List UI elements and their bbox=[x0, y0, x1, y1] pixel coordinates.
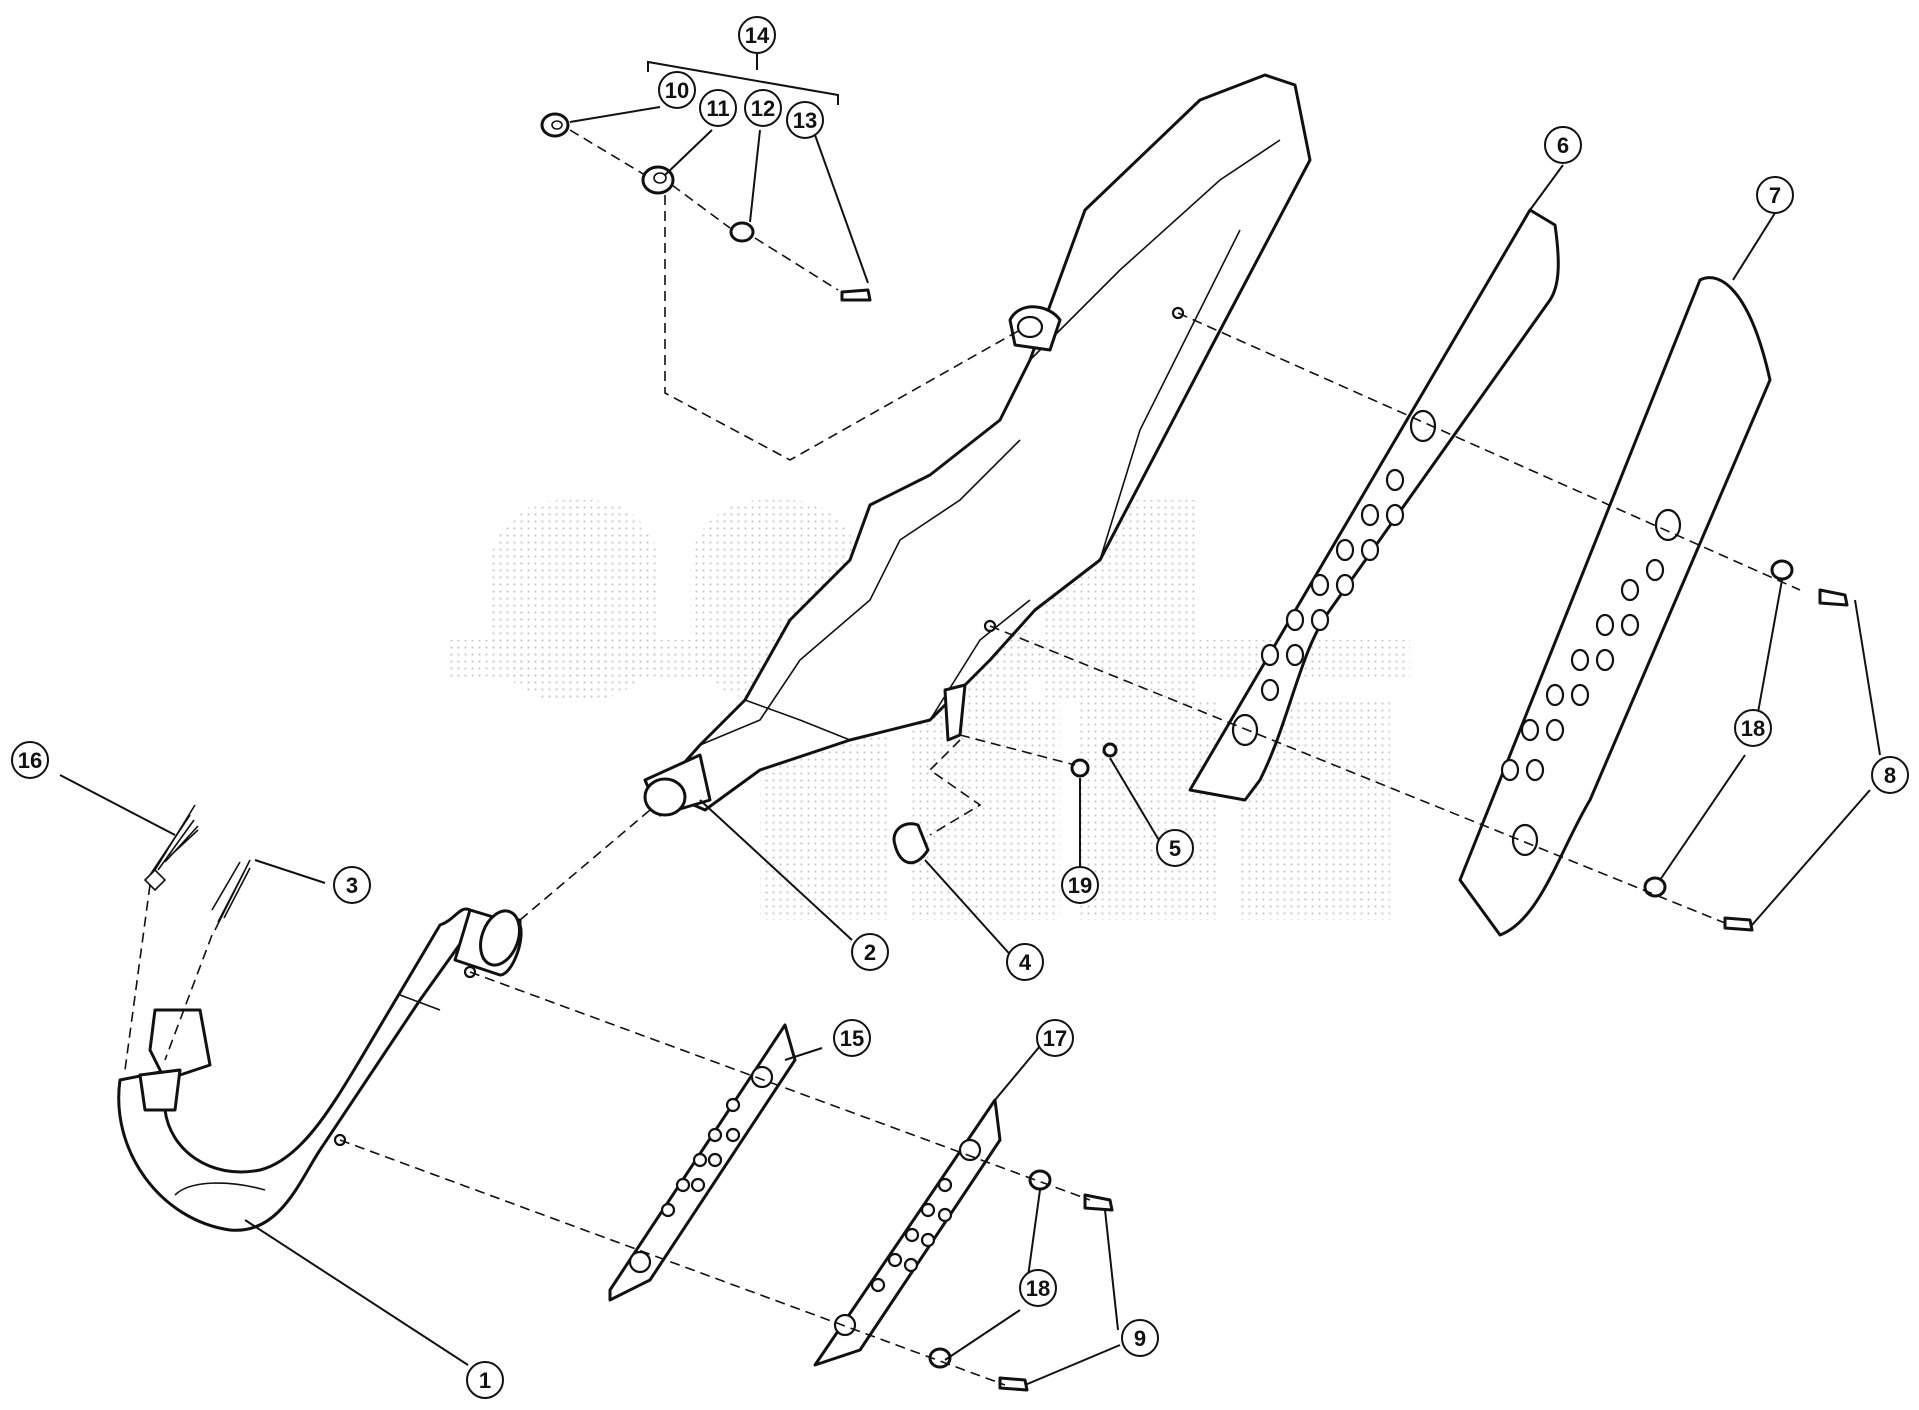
callout-12-label: 12 bbox=[751, 96, 775, 121]
callout-18-upper: 18 bbox=[1734, 709, 1772, 747]
callout-10-label: 10 bbox=[665, 78, 689, 103]
callout-3: 3 bbox=[333, 866, 371, 904]
callout-5-label: 5 bbox=[1169, 836, 1181, 861]
callout-3-label: 3 bbox=[346, 873, 358, 898]
callout-19-label: 19 bbox=[1068, 873, 1092, 898]
leader-lines bbox=[59, 40, 1881, 1386]
callout-14: 14 bbox=[738, 16, 776, 54]
fasteners bbox=[928, 559, 1849, 1392]
pipe-shield-inner bbox=[608, 1023, 797, 1302]
callout-8-label: 8 bbox=[1884, 763, 1896, 788]
callout-1-label: 1 bbox=[479, 1368, 491, 1393]
callout-13: 13 bbox=[786, 101, 824, 139]
callout-7-label: 7 bbox=[1769, 183, 1781, 208]
callout-4: 4 bbox=[1006, 943, 1044, 981]
muffler-body bbox=[643, 73, 1312, 817]
callout-17-label: 17 bbox=[1043, 1026, 1067, 1051]
callout-6: 6 bbox=[1544, 126, 1582, 164]
alignment-lines bbox=[339, 312, 1801, 1386]
springs bbox=[124, 804, 251, 1071]
callout-11: 11 bbox=[699, 89, 737, 127]
callout-1: 1 bbox=[466, 1361, 504, 1399]
callout-2-label: 2 bbox=[864, 940, 876, 965]
shield-holes bbox=[1231, 409, 1437, 747]
callout-17: 17 bbox=[1036, 1019, 1074, 1057]
callout-18b-label: 18 bbox=[1026, 1276, 1050, 1301]
callout-13-label: 13 bbox=[793, 108, 817, 133]
callout-11-label: 11 bbox=[706, 96, 729, 121]
callout-15: 15 bbox=[833, 1019, 871, 1057]
callout-6-label: 6 bbox=[1557, 133, 1569, 158]
head-pipe bbox=[117, 907, 523, 1232]
heat-shield-outer bbox=[1458, 276, 1772, 937]
callout-19: 19 bbox=[1061, 866, 1099, 904]
callout-16: 16 bbox=[11, 741, 49, 779]
callout-10: 10 bbox=[658, 71, 696, 109]
callout-9: 9 bbox=[1121, 1319, 1159, 1357]
callout-2: 2 bbox=[851, 933, 889, 971]
outer-shield-holes bbox=[1500, 508, 1682, 857]
callout-15-label: 15 bbox=[840, 1026, 864, 1051]
callout-9-label: 9 bbox=[1134, 1326, 1146, 1351]
callout-14-label: 14 bbox=[745, 23, 770, 48]
callout-4-label: 4 bbox=[1019, 950, 1032, 975]
callout-16-label: 16 bbox=[18, 748, 42, 773]
callout-8: 8 bbox=[1871, 756, 1909, 794]
callout-7: 7 bbox=[1756, 176, 1794, 214]
heat-shield-large bbox=[1188, 208, 1560, 802]
rubber-mount bbox=[892, 734, 1118, 864]
callout-12: 12 bbox=[744, 89, 782, 127]
grommet-stack bbox=[540, 112, 1021, 461]
pipe-shield-outer bbox=[813, 1098, 1002, 1367]
callout-18-lower: 18 bbox=[1019, 1269, 1057, 1307]
callout-5: 5 bbox=[1156, 829, 1194, 867]
callouts: 1 2 3 4 5 6 7 8 9 10 11 12 13 14 15 16 1… bbox=[11, 16, 1909, 1399]
callout-18a-label: 18 bbox=[1741, 716, 1765, 741]
